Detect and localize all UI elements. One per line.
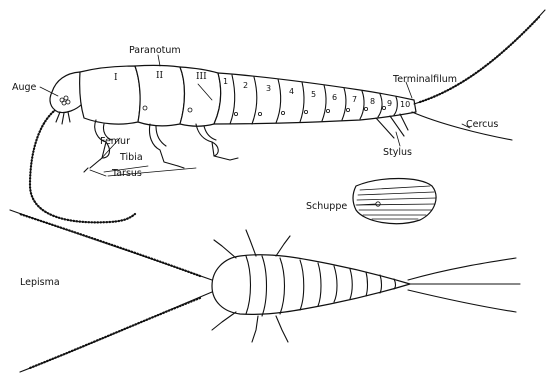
label-auge: Auge	[12, 82, 37, 93]
abdomen-label-10: 10	[400, 100, 410, 109]
thorax-label-3: III	[196, 72, 207, 82]
label-stylus: Stylus	[383, 147, 412, 158]
label-tarsus: Tarsus	[111, 168, 142, 179]
cercus-top-left	[408, 258, 516, 280]
thorax-label-2: II	[156, 71, 164, 81]
abdomen-label-7: 7	[352, 95, 357, 104]
abdomen-label-4: 4	[289, 87, 294, 96]
thorax-segment-1	[80, 66, 140, 124]
abdomen-label-6: 6	[332, 93, 337, 102]
scale-schuppe	[353, 179, 436, 224]
side-view-insect	[30, 10, 545, 222]
abdomen-label-5: 5	[311, 90, 316, 99]
label-schuppe: Schuppe	[306, 201, 347, 212]
top-view-lepisma	[10, 210, 520, 372]
abdomen-label-9: 9	[387, 99, 392, 108]
antenna-side	[30, 108, 135, 222]
cercus-top-right	[408, 290, 516, 312]
head-side	[50, 72, 82, 113]
terminalfilum-side	[414, 10, 545, 104]
label-tibia: Tibia	[119, 152, 143, 163]
abdomen-label-1: 1	[223, 77, 228, 86]
label-terminalfilum: Terminalfilum	[392, 74, 457, 85]
label-lepisma: Lepisma	[20, 277, 60, 288]
label-femur: Femur	[100, 136, 130, 147]
abdomen-label-3: 3	[266, 84, 271, 93]
label-paranotum: Paranotum	[129, 45, 181, 56]
label-cercus: Cercus	[466, 119, 498, 130]
thorax-label-1: I	[114, 73, 118, 83]
abdomen-label-2: 2	[243, 81, 248, 90]
abdomen-label-8: 8	[370, 97, 375, 106]
